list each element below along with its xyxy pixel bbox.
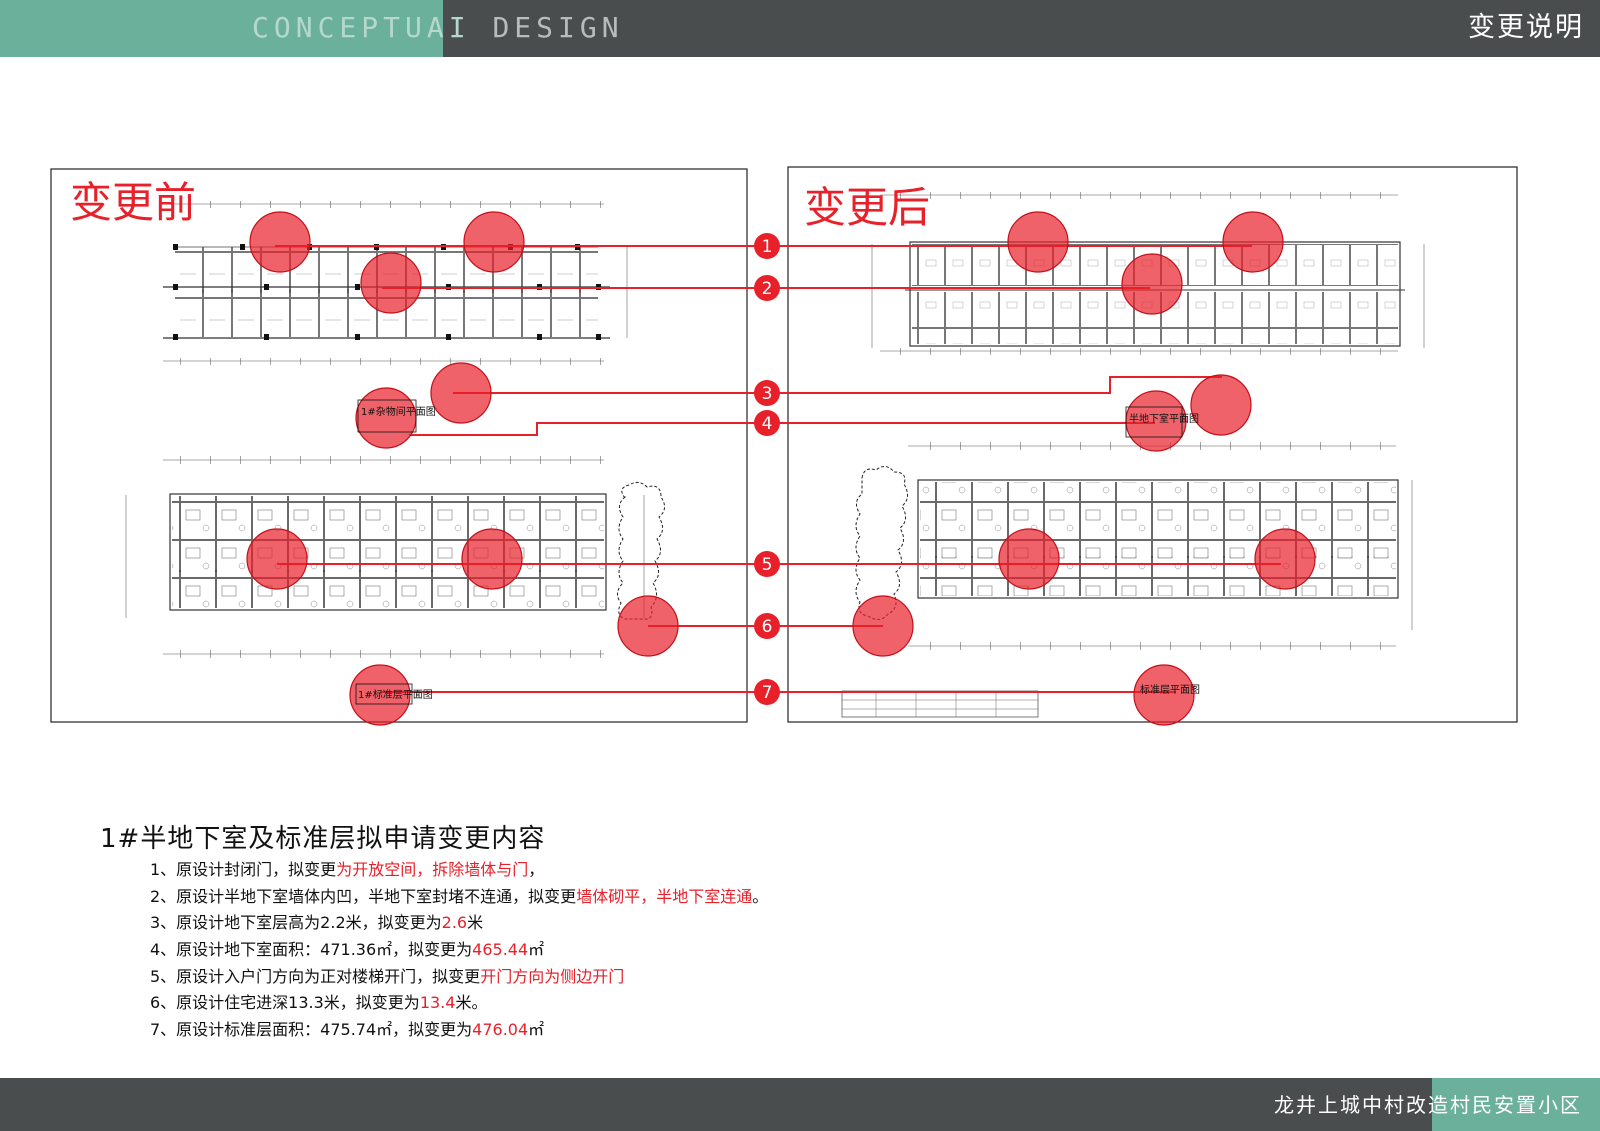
change-text: 6、原设计住宅进深13.3米，拟变更为 [150, 993, 420, 1013]
footer-bar: 龙井上城中村改造村民安置小区 [0, 1078, 1600, 1131]
caption-after-basement: 半地下室平面图 [1129, 412, 1199, 425]
highlight-circle [1133, 664, 1195, 726]
highlight-circle [355, 387, 417, 449]
before-standard-plan [125, 456, 665, 658]
change-suffix: 。 [752, 886, 769, 906]
marker-4-number: 4 [762, 414, 773, 434]
change-item-1: 1、原设计封闭门，拟变更为开放空间，拆除墙体与门， [150, 857, 1250, 884]
marker-3-badge [754, 380, 780, 406]
comparison-drawings: 1#杂物间平面图 1#标准层平面图 半地下室平面图 标准层平面图 变更前 变更后… [0, 160, 1600, 760]
change-suffix: 米。 [455, 993, 488, 1013]
highlight-circle [461, 528, 523, 590]
change-text: 3、原设计地下室层高为2.2米，拟变更为 [150, 913, 442, 933]
highlight-circle [998, 528, 1060, 590]
marker-7-badge [754, 679, 780, 705]
change-suffix: 米 [467, 913, 484, 933]
footer-accent [1432, 1078, 1600, 1131]
change-text: 2、原设计半地下室墙体内凹，半地下室封堵不连通，拟变更 [150, 886, 577, 906]
change-item-6: 6、原设计住宅进深13.3米，拟变更为13.4米。 [150, 990, 1250, 1017]
change-suffix: ， [528, 860, 545, 879]
footer-project: 龙井上城中村改造 [1274, 1093, 1450, 1117]
marker-2-number: 2 [762, 279, 773, 299]
after-label: 变更后 [804, 183, 930, 232]
change-highlight: 开门方向为侧边开门 [480, 966, 625, 986]
marker-2-badge [754, 275, 780, 301]
highlight-circle [246, 528, 308, 590]
highlight-circle [617, 595, 679, 657]
change-item-3: 3、原设计地下室层高为2.2米，拟变更为2.6米 [150, 910, 1250, 937]
header-accent [0, 0, 443, 57]
marker-3-number: 3 [762, 384, 773, 404]
change-list: 1、原设计封闭门，拟变更为开放空间，拆除墙体与门， 2、原设计半地下室墙体内凹，… [150, 857, 1250, 1044]
footer-project-sub: 村民安置小区 [1450, 1093, 1582, 1117]
marker-1-number: 1 [762, 237, 773, 257]
caption-before-storage: 1#杂物间平面图 [361, 405, 436, 418]
change-item-2: 2、原设计半地下室墙体内凹，半地下室封堵不连通，拟变更墙体砌平，半地下室连通。 [150, 884, 1250, 911]
highlight-circle [852, 595, 914, 657]
footer-project-name: 龙井上城中村改造村民安置小区 [1274, 1090, 1582, 1120]
change-highlight: 465.44 [472, 940, 529, 960]
after-basement-plan [871, 192, 1425, 355]
highlight-circle [360, 252, 422, 314]
change-highlight: 2.6 [441, 913, 468, 933]
brand-title: CONCEPTUAI DESIGN [252, 10, 624, 46]
page-title: 变更说明 [1468, 12, 1584, 43]
highlight-circle [1121, 253, 1183, 315]
highlight-circle [1190, 374, 1252, 436]
change-suffix: ㎡ [528, 1020, 545, 1040]
change-highlight: 墙体砌平，半地下室连通 [576, 886, 753, 906]
change-text: 7、原设计标准层面积：475.74㎡，拟变更为 [150, 1020, 473, 1040]
change-highlight: 13.4 [419, 993, 456, 1013]
change-suffix: ㎡ [528, 940, 545, 960]
marker-5-number: 5 [762, 555, 773, 575]
caption-after-standard: 标准层平面图 [1140, 684, 1200, 696]
change-highlight: 476.04 [472, 1020, 529, 1040]
marker-6-number: 6 [762, 617, 773, 637]
floor-plan-comparison: 1#杂物间平面图 1#标准层平面图 半地下室平面图 标准层平面图 变更前 变更后… [50, 166, 1518, 726]
change-text: 1、原设计封闭门，拟变更 [150, 860, 337, 879]
highlight-circle [1254, 528, 1316, 590]
callout-line-3 [453, 376, 1222, 394]
highlight-circle [1222, 211, 1284, 273]
change-text: 4、原设计地下室面积：471.36㎡，拟变更为 [150, 940, 473, 960]
highlight-circle [1007, 211, 1069, 273]
highlight-circle [463, 211, 525, 273]
change-item-5: 5、原设计入户门方向为正对楼梯开门，拟变更开门方向为侧边开门 [150, 964, 1250, 991]
marker-1-badge [754, 233, 780, 259]
change-item-7: 7、原设计标准层面积：475.74㎡，拟变更为476.04㎡ [150, 1017, 1250, 1044]
header-bar: CONCEPTUAI DESIGN 变更说明 [0, 0, 1600, 57]
brand-word-design: DESIGN [492, 11, 624, 44]
change-item-4: 4、原设计地下室面积：471.36㎡，拟变更为465.44㎡ [150, 937, 1250, 964]
before-label: 变更前 [70, 178, 196, 227]
caption-before-standard: 1#标准层平面图 [358, 689, 433, 701]
section-title: 1#半地下室及标准层拟申请变更内容 [100, 824, 546, 854]
highlight-circle [249, 211, 311, 273]
change-markers: 1 2 3 4 5 6 7 [754, 233, 780, 705]
highlight-circle [349, 664, 411, 726]
marker-7-number: 7 [762, 683, 773, 703]
marker-5-badge [754, 551, 780, 577]
highlight-circle [430, 362, 492, 424]
marker-6-badge [754, 613, 780, 639]
callout-line-4 [409, 422, 1155, 436]
brand-word-conceptual: CONCEPTUAI [252, 11, 471, 44]
change-highlight: 为开放空间，拆除墙体与门 [336, 860, 529, 879]
marker-4-badge [754, 410, 780, 436]
change-text: 5、原设计入户门方向为正对楼梯开门，拟变更 [150, 966, 481, 986]
